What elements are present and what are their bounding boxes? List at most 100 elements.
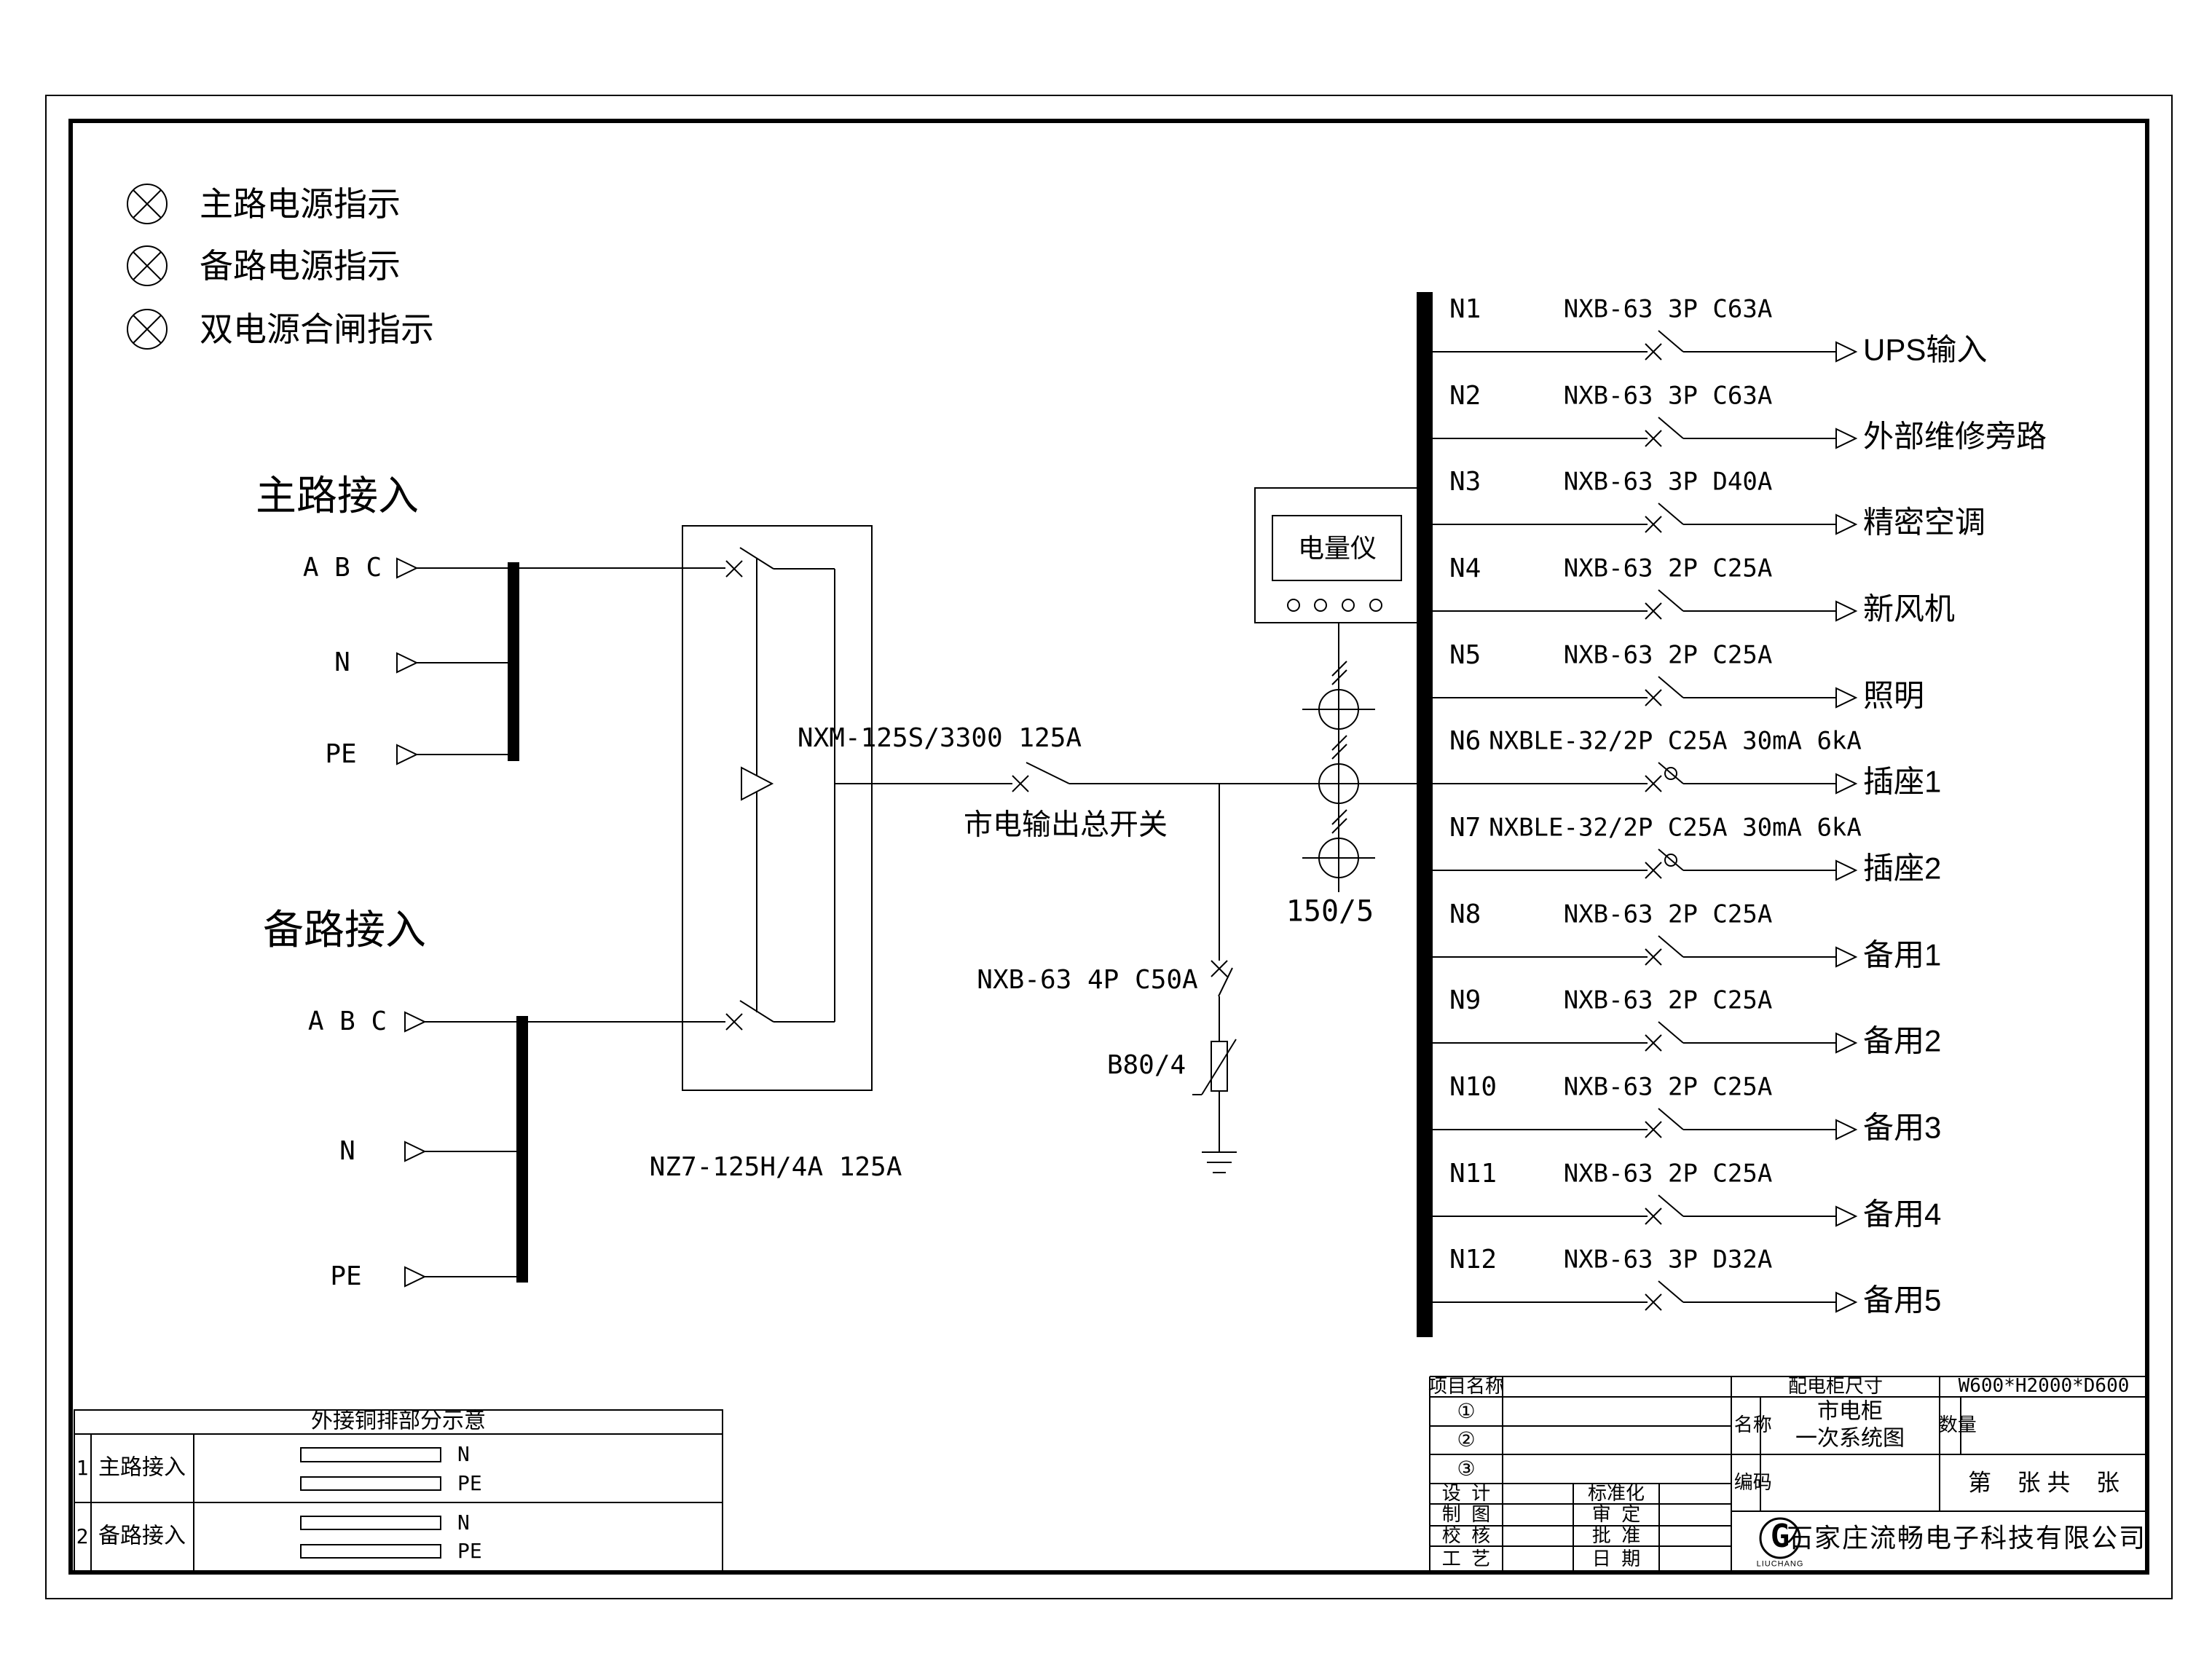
input-arrow-icon — [396, 557, 419, 579]
branch-load-n1: UPS输入 — [1863, 332, 1988, 367]
branch-device-n7: NXBLE-32/2P C25A 30mA 6kA — [1489, 813, 1862, 843]
branch-device-n6: NXBLE-32/2P C25A 30mA 6kA — [1489, 726, 1862, 756]
branch-id-n4: N4 — [1449, 554, 1481, 584]
branch-load-n2: 外部维修旁路 — [1863, 419, 2047, 454]
branch-device-n9: NXB-63 2P C25A — [1563, 985, 1773, 1015]
surge-breaker-label: NXB-63 4P C50A — [977, 965, 1198, 996]
branch-load-n3: 精密空调 — [1863, 505, 1986, 540]
tb-item2: ② — [1457, 1427, 1476, 1451]
main-phase-pe: PE — [325, 739, 357, 770]
main-phase-n: N — [334, 647, 350, 678]
copper-bar-icon — [300, 1476, 441, 1491]
branch-device-n1: NXB-63 3P C63A — [1563, 294, 1773, 324]
ground-icon — [1202, 1151, 1237, 1173]
copper-table-title: 外接铜排部分示意 — [311, 1409, 486, 1433]
tb-craft-label: 工 艺 — [1441, 1548, 1491, 1570]
tb-code-label: 编码 — [1733, 1471, 1772, 1494]
branch-id-n5: N5 — [1449, 640, 1481, 671]
ats-model-label: NZ7-125H/4A 125A — [649, 1152, 902, 1183]
copper-bar-icon — [300, 1447, 441, 1462]
main-input-title: 主路接入 — [256, 472, 419, 519]
backup-input-title: 备路接入 — [263, 906, 426, 953]
branch-id-n12: N12 — [1449, 1245, 1497, 1275]
branch-load-n5: 照明 — [1863, 678, 1925, 713]
branch-id-n7: N7 — [1449, 813, 1481, 843]
tb-name-label: 名称 — [1733, 1414, 1772, 1436]
branch-device-n11: NXB-63 2P C25A — [1563, 1159, 1773, 1189]
copper-row2-name: 备路接入 — [98, 1524, 186, 1548]
branch-id-n9: N9 — [1449, 985, 1481, 1016]
backup-phase-n: N — [339, 1136, 355, 1167]
input-arrow-icon — [404, 1266, 427, 1288]
tb-item1: ① — [1457, 1399, 1476, 1422]
branch-load-n8: 备用1 — [1863, 937, 1942, 972]
branch-load-n7: 插座2 — [1863, 851, 1942, 886]
tb-cabinet-size-value: W600*H2000*D600 — [1958, 1375, 2130, 1398]
branch-device-n10: NXB-63 2P C25A — [1563, 1072, 1773, 1102]
main-breaker-symbol — [1012, 762, 1417, 792]
tb-drawing-label: 制 图 — [1441, 1503, 1491, 1526]
branch-device-n12: NXB-63 3P D32A — [1563, 1245, 1773, 1275]
outer-frame — [45, 95, 2173, 1599]
power-meter-label: 电量仪 — [1297, 533, 1377, 564]
dual-power-closed-lamp-icon — [127, 309, 168, 350]
tb-cabinet-size-label: 配电柜尺寸 — [1787, 1375, 1884, 1398]
main-input-feeder — [396, 557, 725, 765]
copper-row2-bar-n: N — [457, 1510, 470, 1535]
copper-row1-name: 主路接入 — [98, 1455, 186, 1480]
copper-bar-icon — [300, 1516, 441, 1530]
legend-backup-power: 备路电源指示 — [200, 246, 401, 285]
backup-phase-abc: A B C — [307, 1007, 387, 1037]
branch-load-n9: 备用2 — [1863, 1023, 1942, 1058]
branch-device-n2: NXB-63 3P C63A — [1563, 381, 1773, 411]
branch-device-n8: NXB-63 2P C25A — [1563, 899, 1773, 929]
tb-review-label: 审 定 — [1591, 1503, 1641, 1526]
surge-arrester-label: B80/4 — [1106, 1050, 1186, 1081]
tb-check-label: 校 核 — [1441, 1524, 1491, 1547]
copper-bar-icon — [300, 1544, 441, 1559]
main-power-lamp-icon — [127, 184, 168, 224]
backup-phase-pe: PE — [330, 1261, 362, 1292]
branch-load-n6: 插座1 — [1863, 764, 1942, 799]
branch-id-n8: N8 — [1449, 899, 1481, 930]
branch-circuit-symbols — [1431, 330, 1857, 1312]
tb-project-label: 项目名称 — [1428, 1375, 1505, 1398]
branch-id-n1: N1 — [1449, 294, 1481, 325]
branch-id-n2: N2 — [1449, 381, 1481, 411]
branch-device-n5: NXB-63 2P C25A — [1563, 640, 1773, 670]
copper-row1-bar-pe: PE — [457, 1470, 482, 1495]
copper-table-grid — [74, 1409, 723, 1572]
inner-frame — [68, 119, 2149, 1575]
rcd-icon — [1664, 854, 1677, 867]
tb-standard-label: 标准化 — [1587, 1482, 1645, 1505]
backup-input-feeder — [404, 1011, 725, 1288]
tb-qty-label: 数量 — [1938, 1414, 1977, 1436]
ct-ratio-label: 150/5 — [1286, 894, 1374, 929]
copper-row2-bar-pe: PE — [457, 1538, 482, 1563]
copper-row1-no: 1 — [76, 1455, 89, 1480]
tb-item3: ③ — [1457, 1457, 1476, 1480]
input-arrow-icon — [396, 652, 419, 674]
logo-circle-icon — [1759, 1517, 1801, 1559]
main-input-busbar — [508, 562, 519, 761]
main-breaker-model: NXM-125S/3300 125A — [797, 723, 1082, 754]
legend-dual-power: 双电源合闸指示 — [200, 310, 434, 348]
branch-load-n4: 新风机 — [1863, 591, 1956, 626]
main-phase-abc: A B C — [302, 553, 382, 583]
legend-main-power: 主路电源指示 — [200, 184, 401, 223]
tb-date-label: 日 期 — [1591, 1548, 1641, 1570]
tb-sheet-text: 第 张 共 张 — [1967, 1469, 2120, 1496]
branch-device-n4: NXB-63 2P C25A — [1563, 554, 1773, 583]
main-breaker-name: 市电输出总开关 — [964, 808, 1168, 841]
branch-id-n6: N6 — [1449, 726, 1481, 757]
tb-design-label: 设 计 — [1441, 1482, 1491, 1505]
tb-approve-label: 批 准 — [1591, 1524, 1641, 1547]
backup-input-busbar — [516, 1016, 528, 1283]
tb-company-name: 石家庄流畅电子科技有限公司 — [1786, 1523, 2147, 1553]
branch-load-n11: 备用4 — [1863, 1197, 1942, 1232]
branch-id-n10: N10 — [1449, 1072, 1497, 1103]
copper-row2-no: 2 — [76, 1524, 89, 1548]
branch-device-n3: NXB-63 3P D40A — [1563, 467, 1773, 497]
